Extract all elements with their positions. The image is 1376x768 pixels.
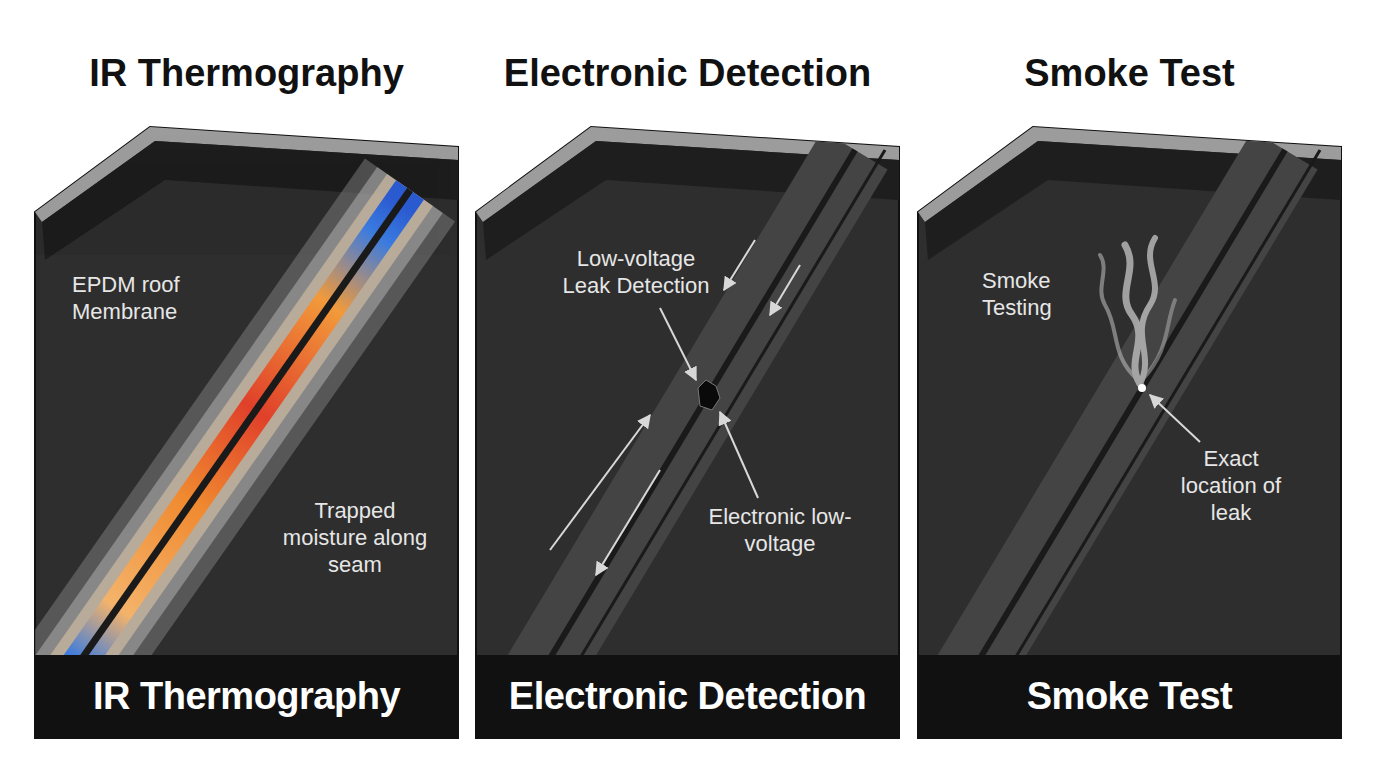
- panel-heading: Smoke Test: [1024, 52, 1234, 95]
- method-panel: Electronic DetectionElectronic Detection: [476, 52, 899, 738]
- band-label: Smoke Test: [1027, 675, 1232, 718]
- band-label: IR Thermography: [93, 675, 400, 718]
- annotation-label: Smoke Testing: [982, 268, 1092, 322]
- caption-band: IR Thermography: [35, 655, 458, 738]
- method-panel: Smoke TestSmoke Test: [918, 52, 1341, 738]
- annotation-label: EPDM roof Membrane: [72, 272, 202, 326]
- roof-panel: [918, 127, 1341, 738]
- caption-band: Electronic Detection: [476, 655, 899, 738]
- annotation-label: Low-voltage Leak Detection: [556, 246, 716, 300]
- panel-heading: IR Thermography: [89, 52, 404, 95]
- panel-heading: Electronic Detection: [504, 52, 871, 95]
- roof-panel: [35, 127, 458, 738]
- annotation-label: Electronic low-voltage: [700, 504, 860, 558]
- band-label: Electronic Detection: [509, 675, 866, 718]
- roof-panel: [476, 127, 899, 738]
- caption-band: Smoke Test: [918, 655, 1341, 738]
- annotation-label: Exact location of leak: [1175, 446, 1287, 526]
- method-panel: IR Thermography IR Thermography: [35, 52, 458, 738]
- annotation-label: Trapped moisture along seam: [280, 498, 430, 578]
